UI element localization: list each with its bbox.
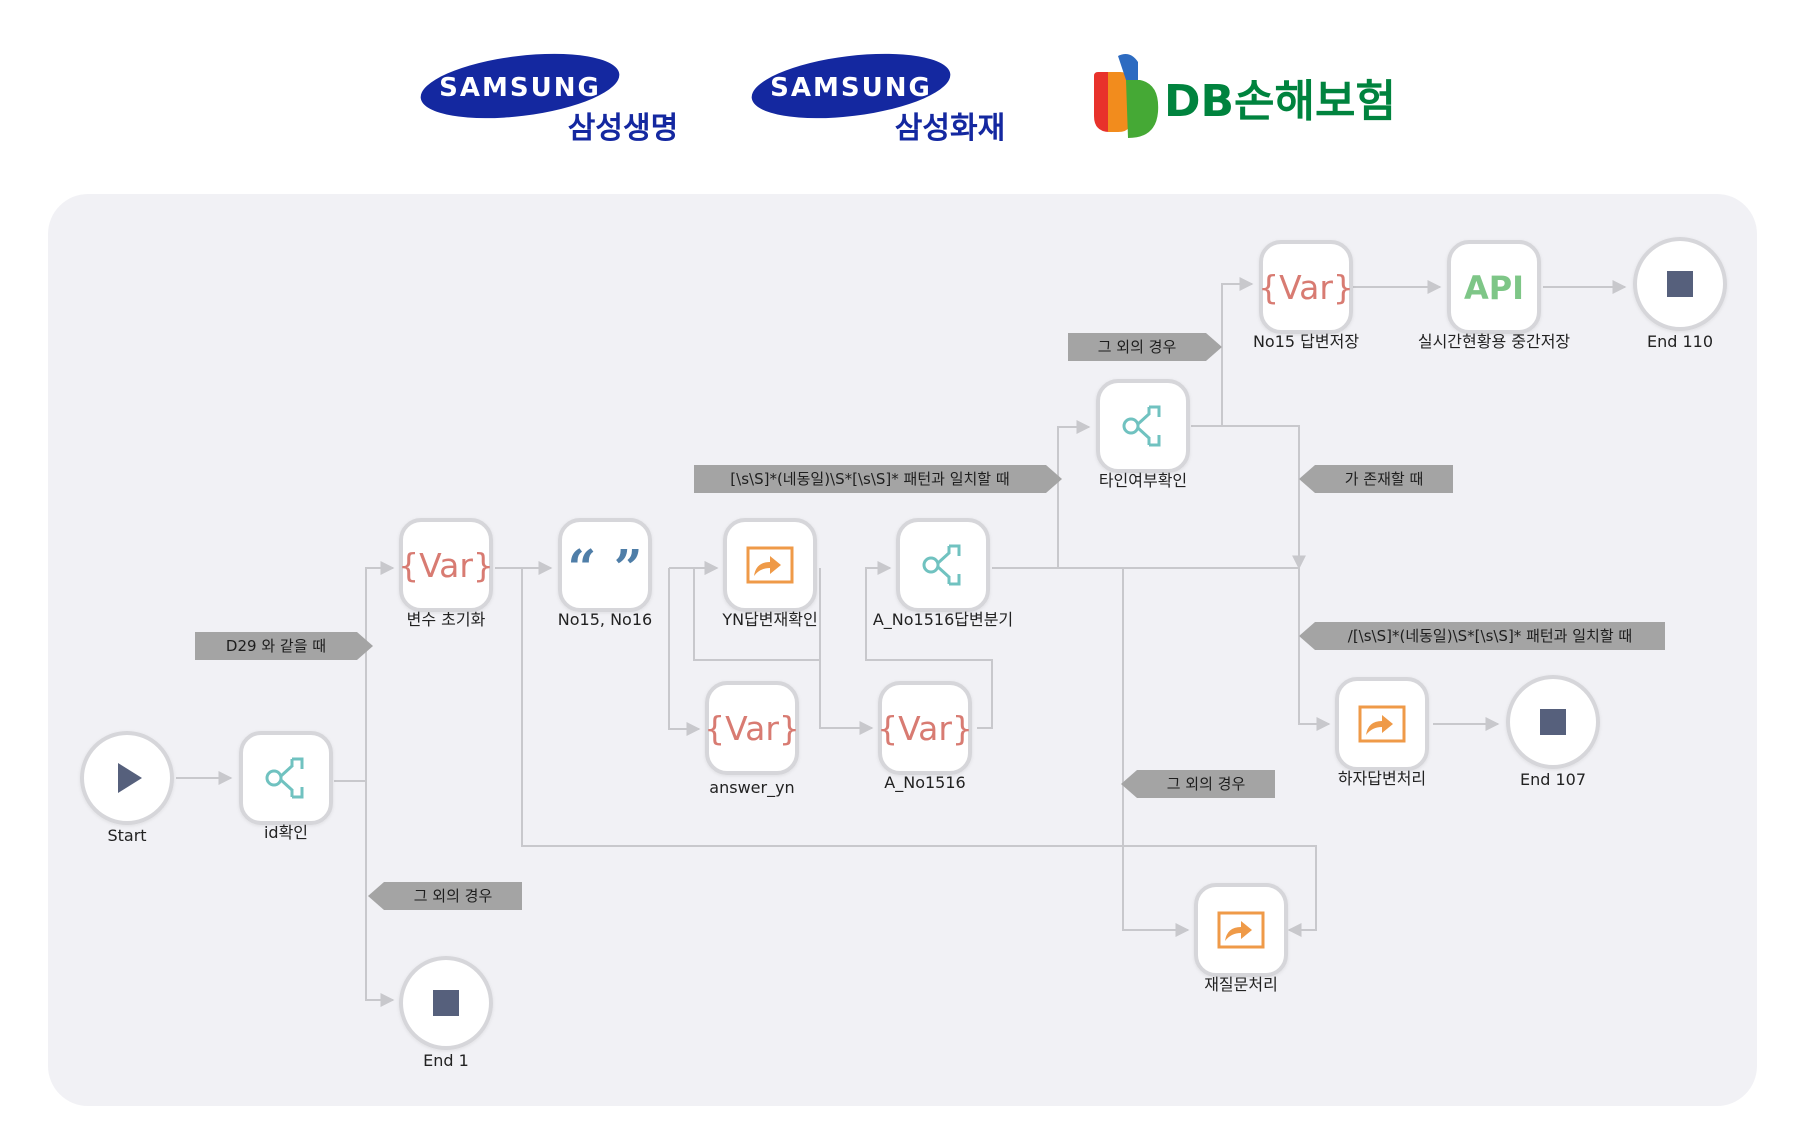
samsung-fire-logo: SAMSUNG 삼성화재 bbox=[751, 53, 1005, 146]
node-realtime-save[interactable]: API 실시간현황용 중간저장 bbox=[1418, 240, 1571, 351]
node-label: Start bbox=[107, 826, 146, 845]
node-no15-no16[interactable]: “ ” No15, No16 bbox=[558, 518, 652, 629]
quote-icon: “ ” bbox=[568, 538, 643, 597]
branch-icon bbox=[922, 544, 961, 586]
node-label: id확인 bbox=[264, 823, 308, 842]
db-orange-shape bbox=[1108, 72, 1132, 132]
branch-icon bbox=[265, 757, 304, 799]
edge-no15-to-answer-yn bbox=[668, 568, 701, 736]
db-green-shape bbox=[1126, 80, 1159, 138]
node-yn-recheck[interactable]: YN답변재확인 bbox=[721, 518, 818, 629]
edge-other-person-to-defect bbox=[1191, 425, 1306, 570]
edge-branch-to-other-person bbox=[1057, 420, 1091, 568]
db-red-shape bbox=[1094, 72, 1110, 132]
node-label: A_No1516 bbox=[884, 773, 965, 793]
stop-icon bbox=[1540, 709, 1566, 735]
edge-yn-recheck-to-a-no1516 bbox=[819, 568, 874, 735]
edge-branch-to-defect-answer bbox=[992, 567, 1331, 731]
node-label: End 110 bbox=[1647, 332, 1713, 351]
edge-requery-loop-back bbox=[521, 568, 1317, 937]
condition-tag-c-else-mid: 그 외의 경우 bbox=[1121, 770, 1275, 798]
node-answer-yn[interactable]: {Var} answer_yn bbox=[704, 681, 800, 798]
condition-text: [\s\S]*(네동일)\S*[\s\S]* 패턴과 일치할 때 bbox=[730, 470, 1009, 488]
node-label: 재질문처리 bbox=[1204, 975, 1278, 994]
edge-id-check-to-end1 bbox=[365, 781, 395, 1007]
node-label: A_No1516답변분기 bbox=[873, 610, 1013, 630]
condition-text: 가 존재할 때 bbox=[1345, 470, 1424, 488]
node-a-no1516-branch[interactable]: A_No1516답변분기 bbox=[873, 518, 1013, 630]
db-blue-shape bbox=[1118, 54, 1138, 80]
branch-icon bbox=[1122, 405, 1161, 447]
condition-tag-c-d29: D29 와 같을 때 bbox=[195, 632, 373, 660]
node-label: YN답변재확인 bbox=[721, 610, 817, 629]
node-label: No15 답변저장 bbox=[1253, 332, 1359, 351]
node-label: 실시간현황용 중간저장 bbox=[1418, 332, 1571, 351]
redirect-icon bbox=[1358, 705, 1406, 743]
logo-header: SAMSUNG 삼성생명 SAMSUNG 삼성화재 DB손해보험 bbox=[420, 53, 1396, 146]
api-icon: API bbox=[1464, 269, 1524, 307]
samsung-life-logo: SAMSUNG 삼성생명 bbox=[420, 53, 678, 146]
var-icon: {Var} bbox=[398, 546, 494, 585]
samsung-fire-brand: SAMSUNG bbox=[770, 73, 932, 103]
samsung-life-brand: SAMSUNG bbox=[439, 73, 601, 103]
node-requery[interactable]: 재질문처리 bbox=[1194, 883, 1288, 994]
condition-text: 그 외의 경우 bbox=[1167, 775, 1246, 793]
var-icon: {Var} bbox=[704, 709, 800, 748]
node-label: 타인여부확인 bbox=[1099, 471, 1187, 490]
edge-other-person-to-no15-save bbox=[1221, 277, 1254, 426]
edge-id-check-to-var-init bbox=[334, 561, 395, 782]
edge-layer bbox=[176, 277, 1627, 1007]
node-label: answer_yn bbox=[709, 778, 794, 798]
db-insurance-logo: DB손해보험 bbox=[1094, 54, 1396, 138]
condition-tag-c-pattern2: /[\s\S]*(네동일)\S*[\s\S]* 패턴과 일치할 때 bbox=[1299, 622, 1665, 650]
node-layer: Start id확인 {Var} 변수 초기화 “ ” No15, No16 YN답변재확인… bbox=[80, 237, 1727, 1070]
node-other-person-check[interactable]: 타인여부확인 bbox=[1096, 379, 1190, 490]
node-end107[interactable]: End 107 bbox=[1506, 675, 1600, 789]
condition-text: 그 외의 경우 bbox=[414, 887, 493, 905]
node-label: 변수 초기화 bbox=[407, 610, 486, 629]
condition-text: 그 외의 경우 bbox=[1098, 338, 1177, 356]
var-icon: {Var} bbox=[1258, 268, 1354, 307]
node-a-no1516[interactable]: {Var} A_No1516 bbox=[877, 681, 973, 793]
node-no15-save[interactable]: {Var} No15 답변저장 bbox=[1253, 240, 1359, 351]
condition-tag-c-pattern1: [\s\S]*(네동일)\S*[\s\S]* 패턴과 일치할 때 bbox=[694, 465, 1062, 493]
condition-layer: D29 와 같을 때그 외의 경우[\s\S]*(네동일)\S*[\s\S]* … bbox=[195, 333, 1665, 910]
node-end1[interactable]: End 1 bbox=[399, 956, 493, 1070]
condition-tag-c-exists: 가 존재할 때 bbox=[1299, 465, 1453, 493]
node-defect-answer[interactable]: 하자답변처리 bbox=[1335, 677, 1429, 788]
node-label: End 1 bbox=[423, 1051, 469, 1070]
redirect-icon bbox=[746, 546, 794, 584]
node-label: No15, No16 bbox=[558, 610, 652, 629]
condition-text: D29 와 같을 때 bbox=[226, 637, 326, 655]
node-label: End 107 bbox=[1520, 770, 1586, 789]
node-label: 하자답변처리 bbox=[1338, 769, 1426, 788]
node-var-init[interactable]: {Var} 변수 초기화 bbox=[398, 518, 494, 629]
stop-icon bbox=[433, 990, 459, 1016]
condition-tag-c-else1: 그 외의 경우 bbox=[368, 882, 522, 910]
condition-tag-c-else-top: 그 외의 경우 bbox=[1068, 333, 1222, 361]
db-insurance-name: DB손해보험 bbox=[1164, 76, 1396, 127]
condition-text: /[\s\S]*(네동일)\S*[\s\S]* 패턴과 일치할 때 bbox=[1348, 627, 1632, 645]
edge-branch-to-requery bbox=[1122, 568, 1190, 937]
samsung-fire-name: 삼성화재 bbox=[895, 111, 1005, 146]
node-id-check[interactable]: id확인 bbox=[239, 731, 333, 842]
redirect-icon bbox=[1217, 911, 1265, 949]
node-end110[interactable]: End 110 bbox=[1633, 237, 1727, 351]
var-icon: {Var} bbox=[877, 709, 973, 748]
edge-a-no1516-to-branch bbox=[865, 561, 993, 729]
node-start[interactable]: Start bbox=[80, 731, 174, 845]
play-icon bbox=[118, 763, 142, 793]
stop-icon bbox=[1667, 271, 1693, 297]
samsung-life-name: 삼성생명 bbox=[568, 111, 678, 146]
